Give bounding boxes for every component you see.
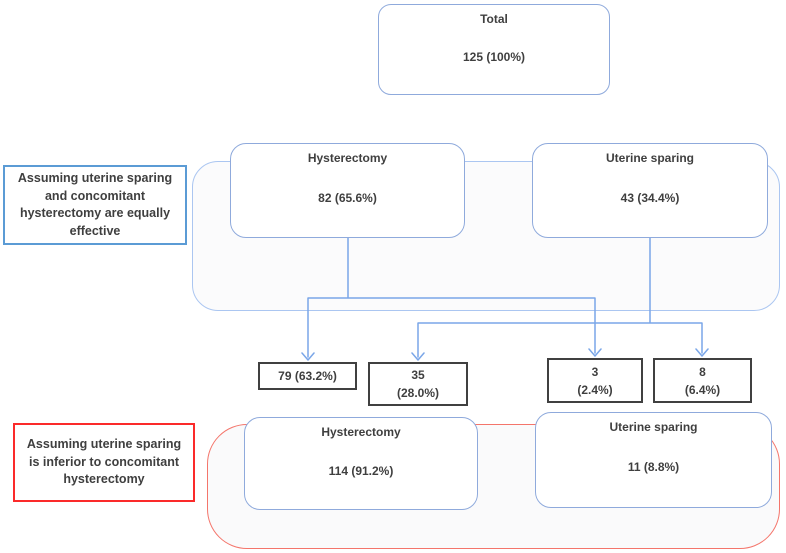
outcome-value: 8	[699, 364, 706, 379]
connector-group	[301, 237, 709, 361]
node-hysterectomy-inferior: Hysterectomy 114 (91.2%)	[244, 417, 478, 510]
node-value: 125 (100%)	[462, 49, 526, 64]
node-hysterectomy-equal: Hysterectomy 82 (65.6%)	[230, 143, 465, 238]
outcome-box-79: 79 (63.2%)	[258, 362, 357, 390]
outcome-value: 35	[411, 368, 425, 382]
node-uterine-sparing-equal: Uterine sparing 43 (34.4%)	[532, 143, 768, 238]
assumption-equal-label: Assuming uterine sparing and concomitant…	[3, 165, 187, 245]
node-title: Hysterectomy	[321, 425, 401, 439]
node-title: Total	[480, 12, 508, 26]
outcome-box-35: 35 (28.0%)	[368, 362, 468, 406]
outcome-pct: (6.4%)	[684, 382, 721, 397]
node-uterine-sparing-inferior: Uterine sparing 11 (8.8%)	[535, 412, 772, 508]
node-total: Total 125 (100%)	[378, 4, 610, 95]
outcome-pct: (2.4%)	[577, 382, 613, 397]
outcome-value: 79 (63.2%)	[278, 369, 337, 383]
arrowhead-icons	[301, 348, 709, 361]
node-title: Uterine sparing	[605, 151, 695, 165]
node-title: Hysterectomy	[307, 151, 388, 165]
node-value: 43 (34.4%)	[620, 190, 680, 205]
node-value: 82 (65.6%)	[318, 190, 377, 205]
assumption-inferior-label: Assuming uterine sparing is inferior to …	[13, 423, 195, 502]
node-value: 114 (91.2%)	[328, 463, 394, 478]
outcome-pct: (28.0%)	[396, 386, 440, 400]
connector-lines	[307, 237, 703, 358]
node-title: Uterine sparing	[609, 420, 698, 434]
outcome-box-8: 8 (6.4%)	[653, 358, 752, 403]
outcome-value: 3	[591, 364, 599, 379]
outcome-box-3: 3 (2.4%)	[547, 358, 643, 403]
node-value: 11 (8.8%)	[627, 460, 680, 474]
